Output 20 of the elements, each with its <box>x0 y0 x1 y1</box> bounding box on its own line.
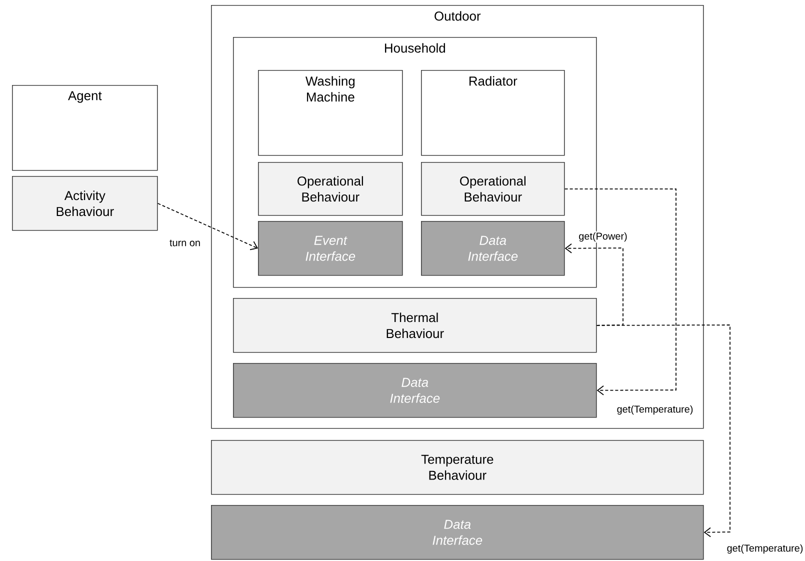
dashed-arrow <box>564 188 676 396</box>
interface-box: Event Interface <box>258 221 403 276</box>
edge-label: get(Temperature) <box>616 404 694 416</box>
component-box: Radiator <box>421 70 565 156</box>
edge-label: get(Power) <box>578 231 628 243</box>
edge-label: get(Temperature) <box>726 543 804 555</box>
interface-box: Data Interface <box>421 221 565 276</box>
dashed-arrow <box>596 324 730 538</box>
edge-label: turn on <box>168 238 202 248</box>
dashed-arrow <box>157 202 258 250</box>
behaviour-box: Thermal Behaviour <box>233 298 597 353</box>
behaviour-box: Operational Behaviour <box>421 162 565 216</box>
component-box: Washing Machine <box>258 70 403 156</box>
behaviour-box: Activity Behaviour <box>12 176 158 231</box>
interface-box: Data Interface <box>211 505 704 560</box>
component-box: Agent <box>12 85 158 171</box>
behaviour-box: Temperature Behaviour <box>211 440 704 495</box>
interface-box: Data Interface <box>233 363 597 418</box>
dashed-arrow <box>564 243 624 326</box>
behaviour-box: Operational Behaviour <box>258 162 403 216</box>
